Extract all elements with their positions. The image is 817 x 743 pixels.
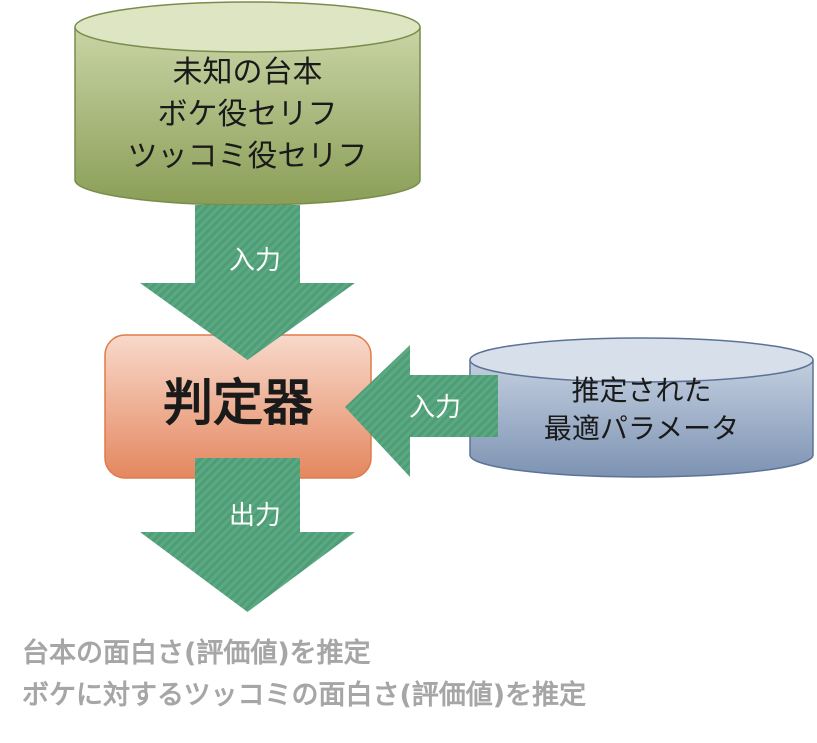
input-arrow-right-label: 入力: [408, 393, 461, 423]
script-db-text: 未知の台本 ボケ役セリフ ツッコミ役セリフ: [75, 52, 420, 178]
input-arrow-left: [345, 345, 498, 477]
input-arrow-top-label: 入力: [228, 246, 281, 276]
params-line-2: 最適パラメータ: [543, 412, 740, 445]
output-arrow-down: [140, 458, 355, 612]
script-database-cylinder: [74, 1, 421, 206]
result-line-2: ボケに対するツッコミの面白さ(評価値)を推定: [22, 680, 587, 711]
script-line-2: ボケ役セリフ: [157, 97, 338, 132]
script-line-1: 未知の台本: [172, 55, 323, 90]
params-db-text: 推定された 最適パラメータ: [470, 372, 813, 448]
result-line-1: 台本の面白さ(評価値)を推定: [22, 638, 371, 669]
result-text: 台本の面白さ(評価値)を推定 ボケに対するツッコミの面白さ(評価値)を推定: [22, 633, 812, 717]
judge-label: 判定器: [163, 374, 313, 432]
output-arrow-label: 出力: [228, 501, 281, 531]
params-line-1: 推定された: [571, 374, 712, 407]
script-line-3: ツッコミ役セリフ: [127, 139, 368, 174]
params-database-cylinder: [469, 337, 814, 478]
input-arrow-down: [140, 205, 355, 360]
